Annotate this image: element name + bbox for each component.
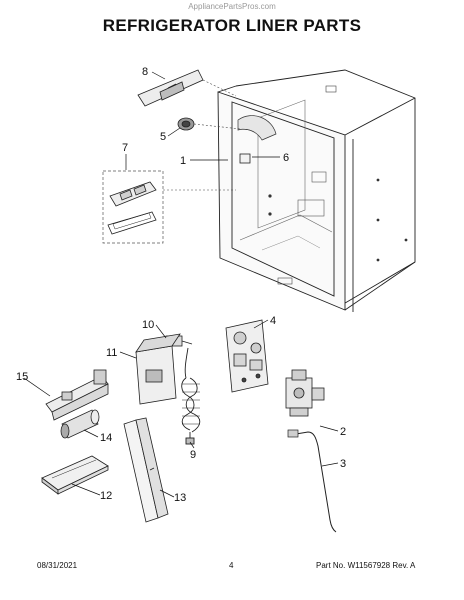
callout-labels: 1 2 3 4 5 6 7 8 9 10 11 12 13 14 15 [16, 66, 346, 504]
part-3-water-tube [287, 429, 337, 533]
callout-1: 1 [180, 155, 186, 167]
part-8-vent-cover [137, 69, 204, 107]
watermark: AppliancePartsPros.com [188, 2, 276, 11]
part-2-water-valve [285, 369, 325, 417]
callout-8: 8 [142, 66, 148, 78]
footer-part-number: Part No. W11567928 Rev. A [316, 561, 416, 570]
callout-15: 15 [16, 371, 28, 383]
footer-date: 08/31/2021 [37, 561, 78, 570]
callout-13: 13 [174, 492, 186, 504]
page-title: REFRIGERATOR LINER PARTS [102, 16, 362, 35]
footer-page-number: 4 [229, 561, 234, 570]
callout-12: 12 [100, 490, 112, 502]
part-14-cylinder [60, 409, 100, 439]
part-4-valve-bracket [225, 319, 269, 393]
callout-2: 2 [340, 426, 346, 438]
part-9-wire-harness [181, 347, 201, 445]
part-11-module [135, 333, 181, 405]
callout-5: 5 [160, 131, 166, 143]
callout-11: 11 [106, 347, 117, 359]
part-7-dashed-frame [102, 170, 164, 244]
part-12-tray [41, 455, 109, 495]
callout-14: 14 [100, 432, 112, 444]
callout-3: 3 [340, 458, 346, 470]
callout-4: 4 [270, 315, 276, 327]
callout-7: 7 [122, 142, 128, 154]
callout-6: 6 [283, 152, 289, 164]
part-15-bracket [45, 369, 109, 421]
part-7-control-housing [107, 181, 157, 235]
part-13-channel [123, 417, 169, 523]
callout-10: 10 [142, 319, 154, 331]
liner-box [217, 69, 416, 312]
leader-lines [23, 71, 339, 498]
callout-9: 9 [190, 449, 196, 461]
part-5-grommet [177, 117, 195, 131]
part-6-bracket [239, 153, 251, 164]
